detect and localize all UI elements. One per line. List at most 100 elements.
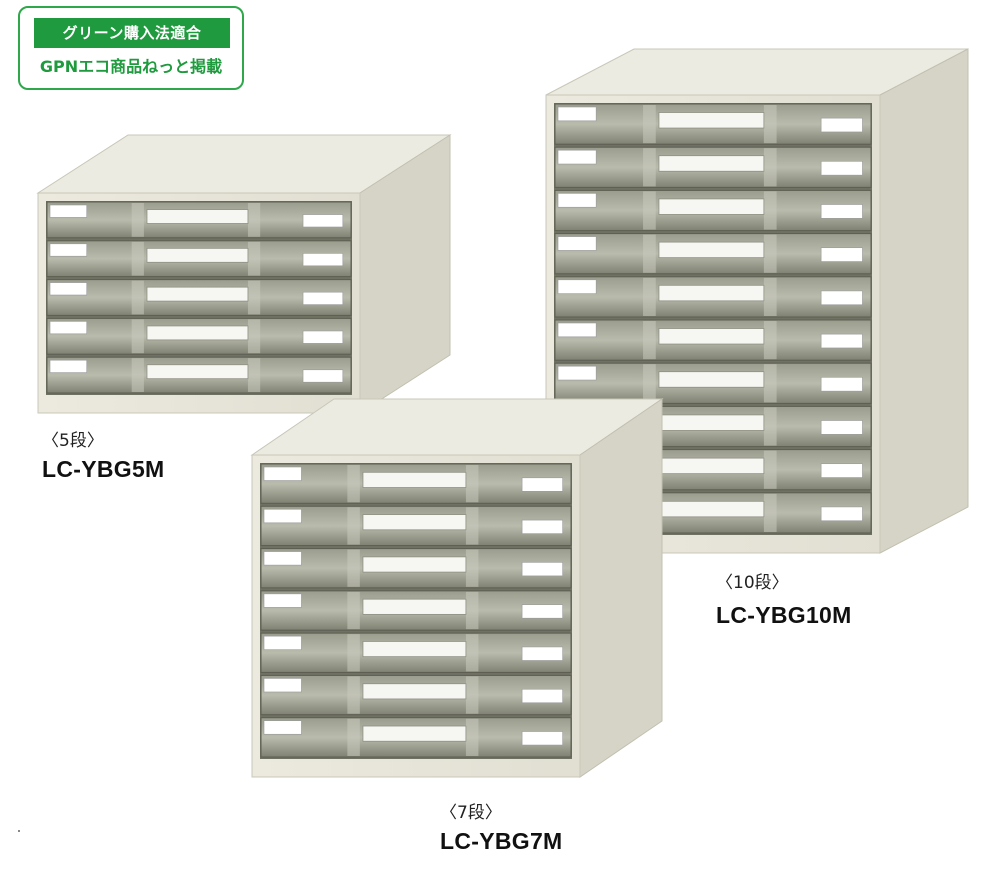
drawer-divider (347, 549, 360, 587)
drawer-handle (146, 364, 249, 380)
drawer-divider (131, 203, 144, 237)
drawer-divider (347, 718, 360, 756)
cabinet-5-drawer (36, 134, 452, 414)
label-slot-right (820, 117, 863, 133)
drawer-handle (146, 325, 249, 341)
drawer (260, 505, 572, 547)
label-slot-left (557, 279, 597, 294)
model-name-10: LC-YBG10M (716, 602, 852, 628)
drawer (260, 632, 572, 673)
label-slot-left (263, 678, 302, 693)
drawer-divider (643, 364, 656, 403)
drawer-divider (247, 203, 261, 237)
cabinet-side (579, 398, 663, 778)
drawer-handle (658, 198, 765, 215)
cabinet-side (879, 48, 969, 554)
drawer (260, 548, 572, 589)
label-slot-right (521, 477, 563, 492)
label-slot-right (820, 333, 863, 349)
drawer (260, 590, 572, 631)
drawer-divider (763, 277, 777, 316)
drawer-divider (347, 591, 360, 630)
label-slot-right (302, 291, 344, 305)
drawer-body (554, 189, 872, 232)
drawer-divider (247, 241, 261, 276)
drawer (554, 276, 872, 318)
drawer-divider (643, 105, 656, 144)
drawer-handle (362, 514, 467, 531)
drawer-divider (643, 321, 656, 360)
drawer-handle (658, 457, 765, 475)
drawer (554, 233, 872, 275)
drawer-handle (658, 414, 765, 431)
label-slot-right (302, 369, 344, 383)
label-slot-right (820, 420, 863, 435)
drawer (554, 319, 872, 361)
tier-label-5: 〈5段〉 (42, 431, 104, 451)
label-slot-right (521, 604, 563, 619)
drawer-divider (643, 148, 656, 187)
drawer-divider (643, 277, 656, 316)
label-slot-left (49, 282, 88, 296)
drawer (554, 362, 872, 404)
badge-green-purchase-law: グリーン購入法適合 (34, 18, 230, 48)
drawer (554, 103, 872, 145)
drawer-divider (465, 507, 479, 545)
label-slot-left (557, 322, 597, 338)
label-slot-right (820, 247, 863, 262)
label-slot-left (557, 365, 597, 381)
drawer-handle (658, 500, 765, 518)
label-slot-right (820, 377, 863, 392)
label-slot-left (49, 321, 88, 335)
drawer-handle (362, 556, 467, 573)
drawer (260, 463, 572, 504)
drawer-divider (131, 358, 144, 392)
drawer-handle (146, 247, 249, 263)
drawer (46, 201, 352, 239)
drawer (554, 189, 872, 232)
drawer-divider (763, 450, 777, 489)
drawer-divider (465, 676, 479, 714)
green-purchasing-badge: グリーン購入法適合 GPNエコ商品ねっと掲載 (18, 6, 244, 90)
drawer-divider (347, 465, 360, 503)
label-slot-right (302, 330, 344, 344)
label-slot-right (521, 519, 563, 534)
label-slot-right (820, 161, 863, 176)
drawer (554, 146, 872, 188)
tier-label-10: 〈10段〉 (716, 573, 789, 593)
label-slot-right (521, 646, 563, 661)
drawer (46, 317, 352, 355)
drawer (260, 674, 572, 716)
drawer-handle (658, 155, 765, 172)
cabinet-7-drawer (250, 398, 664, 778)
label-slot-left (263, 593, 302, 608)
drawer (46, 240, 352, 278)
label-slot-right (820, 204, 863, 219)
drawer (46, 356, 352, 394)
label-slot-right (302, 253, 344, 267)
label-slot-right (820, 290, 863, 306)
badge-gpn-eco: GPNエコ商品ねっと掲載 (39, 57, 223, 76)
label-slot-left (263, 466, 302, 481)
drawer-handle (362, 683, 467, 700)
drawer (260, 717, 572, 758)
drawer-divider (347, 634, 360, 672)
label-slot-left (49, 243, 88, 257)
drawer-handle (658, 328, 765, 345)
drawer-divider (247, 319, 261, 354)
drawer-divider (131, 319, 144, 354)
drawer-divider (763, 321, 777, 360)
drawer-divider (347, 507, 360, 545)
label-slot-right (521, 731, 563, 746)
label-slot-right (820, 463, 863, 478)
drawer-handle (362, 725, 467, 742)
drawer-divider (643, 191, 656, 230)
drawer-divider (465, 591, 479, 630)
drawer-divider (465, 634, 479, 672)
label-slot-left (263, 551, 302, 566)
tier-label-7: 〈7段〉 (440, 803, 502, 823)
label-slot-left (557, 106, 597, 122)
label-slot-left (557, 236, 597, 251)
drawer-divider (465, 718, 479, 756)
